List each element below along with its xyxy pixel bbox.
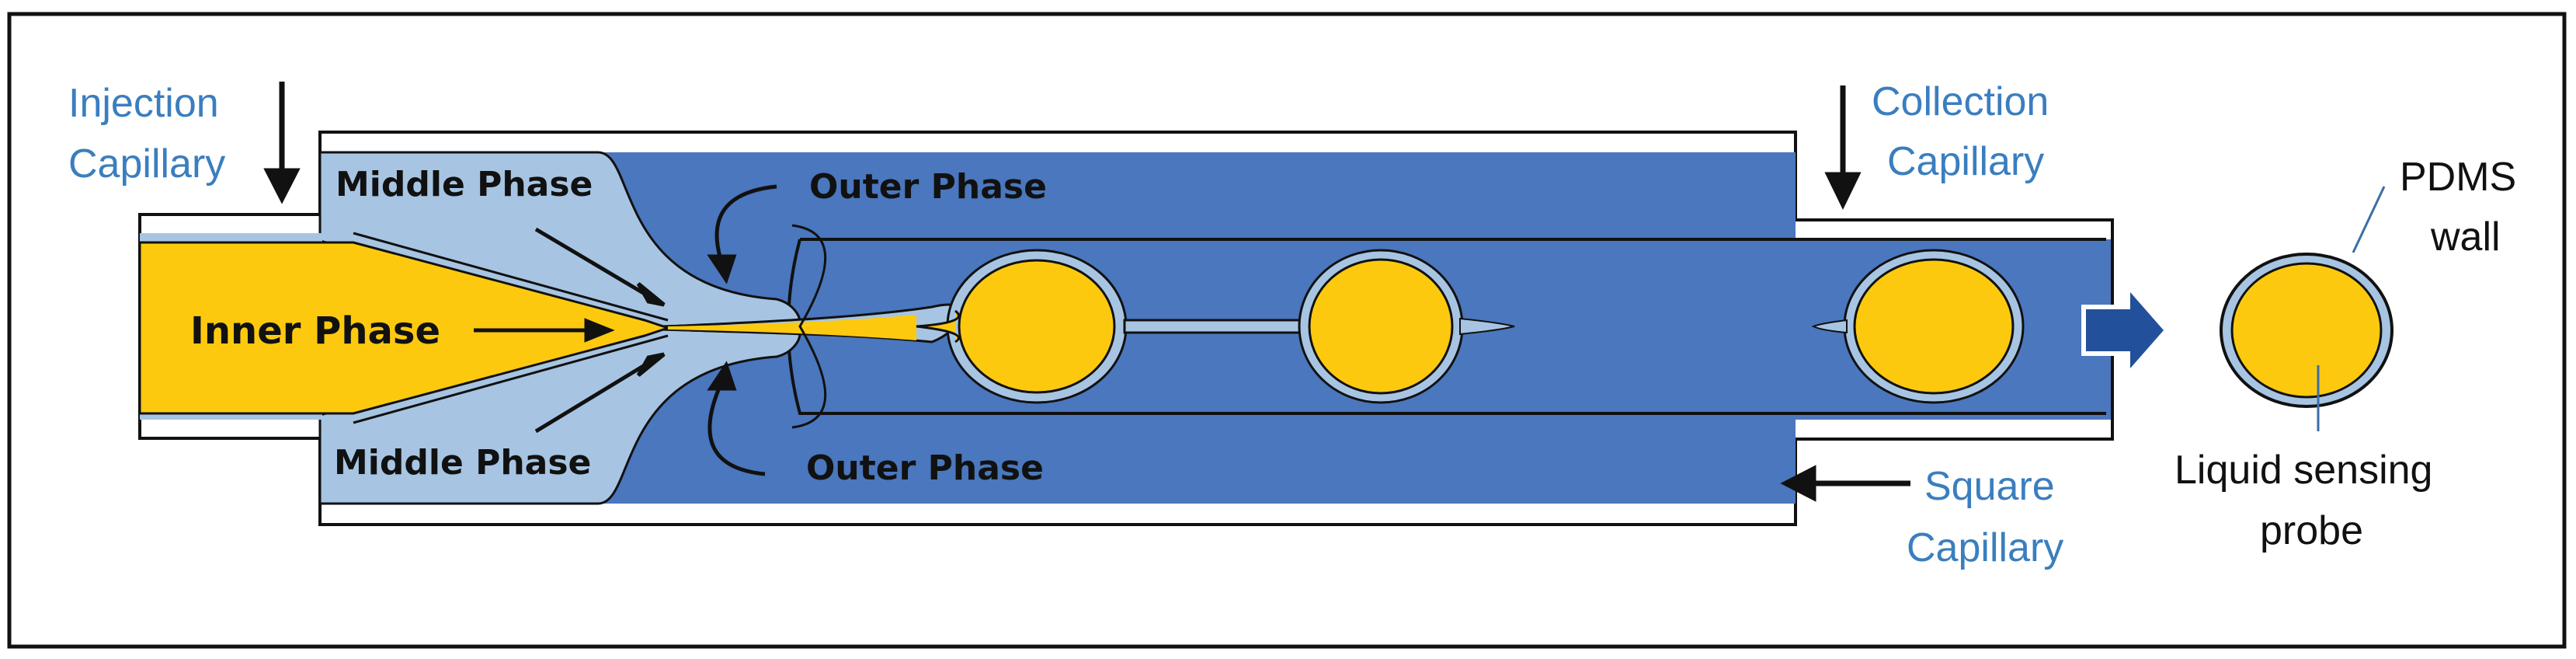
injection-arrow (263, 82, 301, 204)
probe-label-1: Liquid sensing (2174, 448, 2432, 493)
outer-phase-top-arrow (707, 184, 777, 284)
forming-droplet-core (958, 259, 1116, 394)
droplet-2-core (1308, 258, 1454, 395)
middle-phase-bottom-label: Middle Phase (334, 443, 591, 483)
droplet-link-thread (1123, 319, 1305, 334)
outer-phase-bottom-label: Outer Phase (806, 448, 1044, 488)
probe-droplet-core (2230, 262, 2383, 399)
collection-capillary-label-1: Collection (1872, 79, 2049, 124)
collection-capillary-label-2: Capillary (1887, 139, 2044, 184)
probe-label-2: probe (2260, 508, 2363, 553)
inner-phase-arrow (474, 318, 615, 343)
inner-phase-label: Inner Phase (190, 309, 440, 353)
outer-phase-top-label: Outer Phase (809, 167, 1047, 207)
orifice-meniscus (791, 224, 826, 429)
droplet-2-tail (1459, 317, 1515, 336)
pdms-leader-line (2352, 186, 2386, 253)
outer-phase-bottom-arrow (707, 361, 766, 476)
forming-droplet-neck (916, 309, 960, 343)
output-arrow (2081, 280, 2170, 381)
pdms-wall-label-1: PDMS (2400, 155, 2516, 200)
middle-phase-bottom-arrow (534, 352, 666, 434)
pdms-wall-label-2: wall (2430, 214, 2501, 260)
inner-phase-thread (668, 315, 916, 340)
inner-phase-nozzle (138, 241, 672, 415)
injection-capillary-label-1: Injection (68, 81, 219, 126)
middle-phase-top-region (318, 151, 801, 328)
square-capillary-label-2: Capillary (1907, 525, 2063, 570)
injection-taper-top (353, 232, 669, 322)
injection-taper-bottom (353, 334, 669, 424)
square-capillary-label-1: Square (1924, 464, 2055, 509)
injection-capillary-label-2: Capillary (68, 141, 225, 187)
middle-phase-top-arrow (534, 227, 666, 307)
droplet-3-tail (1811, 319, 1848, 334)
collection-arrow (1824, 85, 1862, 211)
square-capillary-arrow (1780, 465, 1910, 502)
middle-phase-top-label: Middle Phase (335, 165, 593, 204)
droplet-3-core (1853, 258, 2015, 395)
